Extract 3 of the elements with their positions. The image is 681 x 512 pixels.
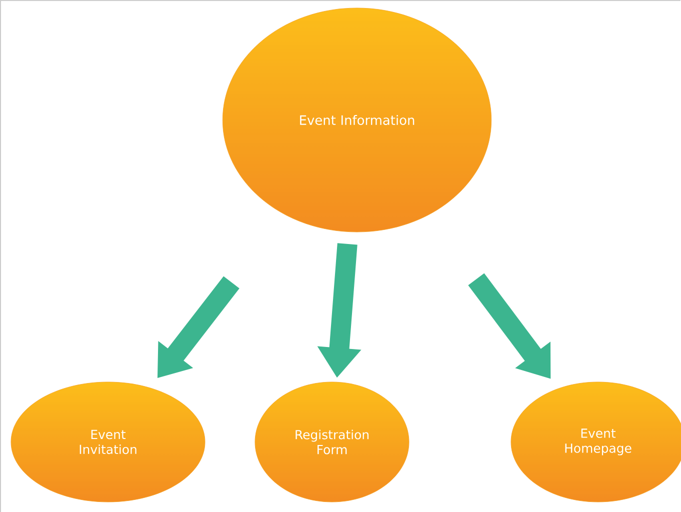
circle-node: Event Information (222, 8, 492, 232)
ellipse-node: Registration Form (254, 382, 410, 502)
ellipse-node: Event Invitation (10, 382, 206, 502)
